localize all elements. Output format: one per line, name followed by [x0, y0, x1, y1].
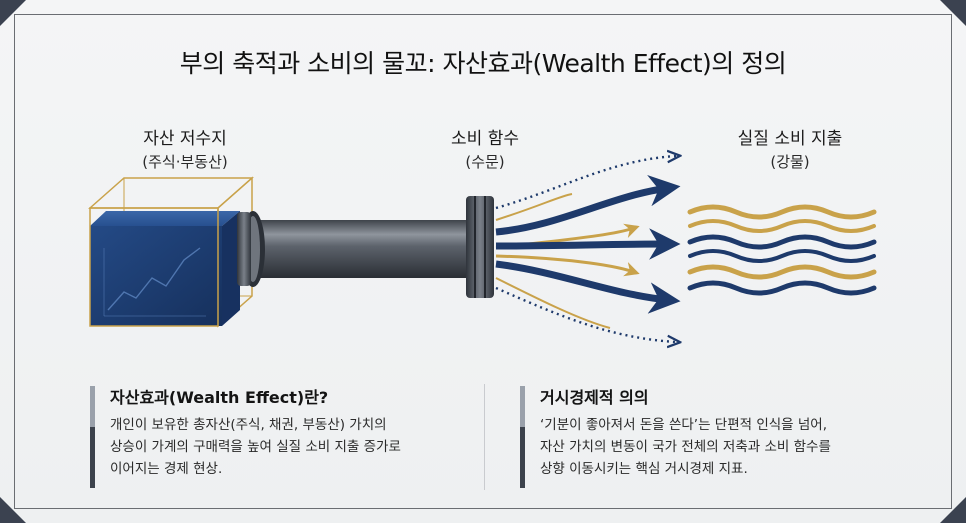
valve-title: 소비 함수 [451, 129, 519, 149]
panel-accent-bar [520, 386, 525, 488]
definition-heading: 자산효과(Wealth Effect)란? [110, 388, 329, 407]
floodgate-valve [466, 196, 494, 298]
flow-arrow-gold-2 [495, 254, 640, 277]
flow-arrow-dotted-top [495, 156, 676, 210]
flow-arrow-dotted-bottom [495, 286, 676, 342]
definition-text: 개인이 보유한 총자산(주식, 채권, 부동산) 가치의 상승이 가계의 구매력… [110, 414, 401, 480]
panel-divider [484, 384, 485, 490]
definition-line: 개인이 보유한 총자산(주식, 채권, 부동산) 가치의 [110, 417, 387, 433]
significance-heading: 거시경제적 의의 [540, 388, 649, 407]
river-subtitle: (강물) [770, 153, 810, 171]
corner-ornament-top-right [940, 0, 966, 26]
reservoir-subtitle: (주식·부동산) [142, 153, 228, 171]
valve-subtitle: (수문) [465, 153, 505, 171]
river-label: 실질 소비 지출 (강물) [700, 128, 880, 174]
flow-arrow-navy-1 [495, 174, 681, 236]
reservoir-title: 자산 저수지 [143, 129, 227, 149]
significance-line: ‘기분이 좋아져서 돈을 쓴다’는 단편적 인식을 넘어, [540, 417, 828, 433]
asset-reservoir-cube [88, 176, 254, 328]
spending-flow-arrows [495, 156, 681, 342]
definition-line: 이어지는 경제 현상. [110, 461, 223, 477]
panel-accent-bar [90, 386, 95, 488]
reservoir-label: 자산 저수지 (주식·부동산) [110, 128, 260, 174]
significance-line: 상향 이동시키는 핵심 거시경제 지표. [540, 461, 748, 477]
corner-ornament-bottom-right [940, 497, 966, 523]
page-title: 부의 축적과 소비의 물꼬: 자산효과(Wealth Effect)의 정의 [179, 49, 787, 78]
consumption-pipe [237, 211, 474, 287]
river-title: 실질 소비 지출 [737, 129, 843, 149]
consumption-river-waves [687, 204, 877, 296]
significance-line: 자산 가치의 변동이 국가 전체의 저축과 소비 함수를 [540, 439, 831, 455]
corner-ornament-bottom-left [0, 497, 26, 523]
frame-border [14, 14, 952, 509]
flow-arrow-navy-2 [495, 228, 681, 260]
valve-label: 소비 함수 (수문) [410, 128, 560, 174]
significance-text: ‘기분이 좋아져서 돈을 쓴다’는 단편적 인식을 넘어, 자산 가치의 변동이… [540, 414, 831, 480]
trend-line-icon [107, 247, 201, 311]
corner-ornament-top-left [0, 0, 26, 26]
definition-line: 상승이 가계의 구매력을 높여 실질 소비 지출 증가로 [110, 439, 401, 455]
flow-arrow-navy-3 [495, 260, 681, 314]
